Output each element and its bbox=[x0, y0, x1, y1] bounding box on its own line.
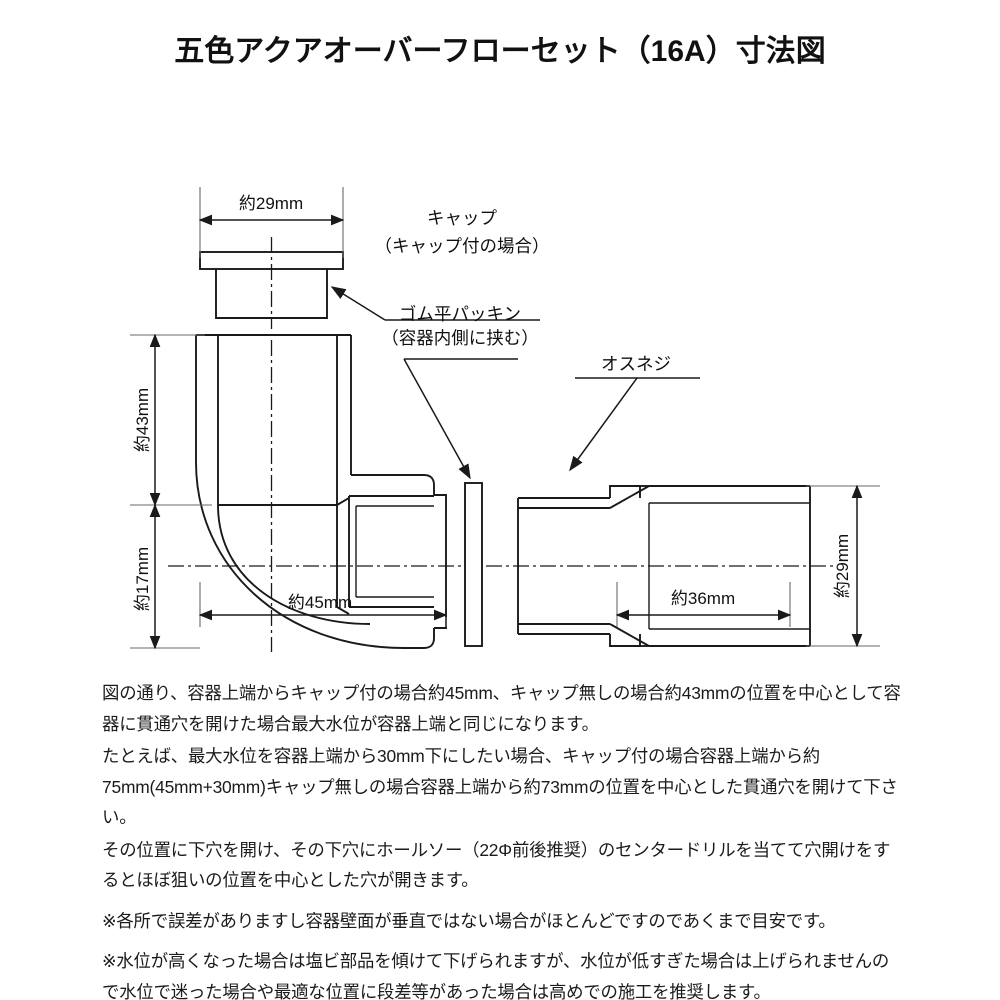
description-paragraph-3: その位置に下穴を開け、その下穴にホールソー（22Φ前後推奨）のセンタードリルを当… bbox=[102, 839, 891, 891]
dimension-elbow-length: 約45mm bbox=[198, 582, 448, 627]
dimension-cap-width: 約29mm bbox=[198, 187, 345, 258]
annotation-gasket-label: ゴム平パッキン bbox=[399, 304, 521, 324]
elbow-part bbox=[195, 334, 447, 649]
annotation-gasket-sublabel: （容器内側に挟む） bbox=[381, 328, 539, 348]
dimension-total-height: 約43mm bbox=[130, 333, 212, 507]
dimension-adapter-height: 約29mm bbox=[806, 484, 880, 648]
dimension-total-height-label: 約43mm bbox=[133, 388, 152, 452]
technical-drawing: 約29mm 約43mm 約17mm 約45mm bbox=[130, 187, 880, 652]
center-lines bbox=[168, 237, 836, 652]
dimension-lower-height-label: 約17mm bbox=[133, 547, 152, 611]
dimension-cap-width-label: 約29mm bbox=[239, 194, 303, 213]
dimension-lower-height: 約17mm bbox=[130, 503, 200, 650]
description-text-block: 図の通り、容器上端からキャップ付の場合約45mm、キャップ無しの場合約43mmの… bbox=[102, 678, 902, 1000]
dimension-elbow-length-label: 約45mm bbox=[288, 593, 352, 612]
rubber-gasket-part bbox=[464, 482, 483, 647]
annotation-male-thread-label: オスネジ bbox=[601, 354, 671, 374]
description-note-1: ※各所で誤差がありますし容器壁面が垂直ではない場合がほとんどですのであくまで目安… bbox=[102, 910, 836, 931]
description-paragraph-1: 図の通り、容器上端からキャップ付の場合約45mm、キャップ無しの場合約43mmの… bbox=[102, 683, 901, 734]
annotation-cap-label: キャップ bbox=[427, 208, 497, 228]
annotation-male-thread: オスネジ bbox=[569, 354, 700, 472]
dimension-adapter-length-label: 約36mm bbox=[671, 589, 735, 608]
dimension-adapter-length: 約36mm bbox=[615, 582, 792, 627]
dimension-adapter-height-label: 約29mm bbox=[833, 534, 852, 598]
annotation-gasket: ゴム平パッキン （容器内側に挟む） bbox=[381, 304, 539, 480]
annotation-cap: キャップ （キャップ付の場合） bbox=[330, 208, 550, 321]
description-note-2: ※水位が高くなった場合は塩ビ部品を傾けて下げられますが、水位が低すぎた場合は上げ… bbox=[102, 951, 890, 1000]
page-title: 五色アクアオーバーフローセット（16A）寸法図 bbox=[174, 35, 826, 68]
annotation-cap-sublabel: （キャップ付の場合） bbox=[375, 236, 550, 256]
description-paragraph-2: たとえば、最大水位を容器上端から30mm下にしたい場合、キャップ付の場合容器上端… bbox=[102, 746, 898, 827]
